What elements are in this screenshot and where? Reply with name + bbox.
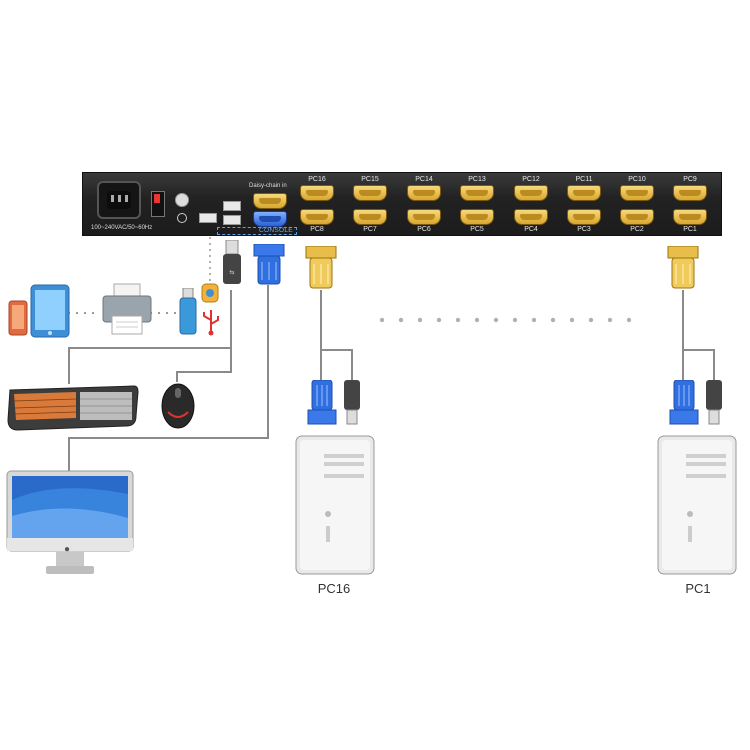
- console-vga-plug-icon: [253, 244, 285, 285]
- usb-port-icon: [199, 213, 217, 223]
- console-box-outline: [217, 227, 297, 235]
- vga-port-pc1: [673, 209, 707, 225]
- tablet-icon: [30, 284, 70, 338]
- keyboard-icon: [7, 385, 139, 431]
- port-label-pc10: PC10: [628, 176, 646, 183]
- vga-port-pc7: [353, 209, 387, 225]
- pc16-vga-plug-icon: [305, 246, 337, 289]
- tower-pc-icon: [295, 435, 375, 575]
- port-label-pc7: PC7: [363, 226, 377, 233]
- port-label-pc14: PC14: [415, 176, 433, 183]
- port-label-pc15: PC15: [361, 176, 379, 183]
- keyboard-cable: [68, 290, 232, 384]
- tower-pc-icon: [657, 435, 737, 575]
- port-label-pc9: PC9: [683, 176, 697, 183]
- vga-port-pc12: [514, 185, 548, 201]
- pc16-caption: PC16: [317, 581, 351, 596]
- pc16-blue-plug-icon: [307, 380, 337, 425]
- usb-plug-icon: ⇆: [223, 240, 241, 284]
- usb-symbol-icon: [203, 310, 219, 336]
- port-label-pc2: PC2: [630, 226, 644, 233]
- apple-logo-icon: ●: [64, 544, 71, 555]
- vga-port-pc2: [620, 209, 654, 225]
- power-rating-label: 100~240VAC/50~60Hz: [91, 225, 153, 231]
- port-label-pc13: PC13: [468, 176, 486, 183]
- port-label-pc4: PC4: [524, 226, 538, 233]
- vga-port-pc3: [567, 209, 601, 225]
- usb-drive-icon: [179, 288, 197, 335]
- usb-port-icon: [223, 201, 241, 211]
- power-switch[interactable]: [151, 191, 165, 217]
- vga-port-pc9: [673, 185, 707, 201]
- svg-text:⇆: ⇆: [229, 269, 234, 276]
- pc1-usb-plug-icon: [706, 380, 722, 425]
- vga-port-pc16: [300, 185, 334, 201]
- console-label: CONSOLE: [259, 227, 293, 234]
- pc16-usb-plug-icon: [344, 380, 360, 425]
- vga-port-pc4: [514, 209, 548, 225]
- power-inlet-icon: [97, 181, 141, 219]
- daisy-chain-port: [253, 193, 287, 209]
- between-pcs-dots: [379, 317, 632, 323]
- port-label-pc5: PC5: [470, 226, 484, 233]
- monitor-cable: [68, 285, 269, 472]
- pc1-caption: PC1: [685, 581, 711, 596]
- daisy-chain-label: Daisy-chain in: [249, 183, 287, 189]
- vga-port-pc10: [620, 185, 654, 201]
- pc1-blue-plug-icon: [669, 380, 699, 425]
- phone-icon: [8, 300, 28, 336]
- usb-port-icon: [223, 215, 241, 225]
- port-label-pc1: PC1: [683, 226, 697, 233]
- vga-port-pc11: [567, 185, 601, 201]
- mouse-icon: [161, 383, 195, 429]
- port-label-pc12: PC12: [522, 176, 540, 183]
- vga-port-pc15: [353, 185, 387, 201]
- port-label-pc11: PC11: [575, 176, 593, 183]
- vga-port-pc14: [407, 185, 441, 201]
- console-vga-port: [253, 211, 287, 227]
- port-label-pc8: PC8: [310, 226, 324, 233]
- port-label-pc16: PC16: [308, 176, 326, 183]
- port-label-pc3: PC3: [577, 226, 591, 233]
- ground-symbol-icon: [177, 213, 187, 223]
- ground-screw-icon: [175, 193, 189, 207]
- printer-icon: [102, 283, 152, 335]
- vga-port-pc6: [407, 209, 441, 225]
- pc1-vga-plug-icon: [667, 246, 699, 289]
- port-label-pc6: PC6: [417, 226, 431, 233]
- kvm-switch-panel: 100~240VAC/50~60Hz Daisy-chain in CONSOL…: [82, 172, 722, 236]
- vga-port-pc13: [460, 185, 494, 201]
- vga-port-pc5: [460, 209, 494, 225]
- usb-drive-small-icon: [201, 283, 219, 303]
- mouse-cable: [176, 348, 232, 382]
- vga-port-pc8: [300, 209, 334, 225]
- monitor-icon: [6, 470, 134, 574]
